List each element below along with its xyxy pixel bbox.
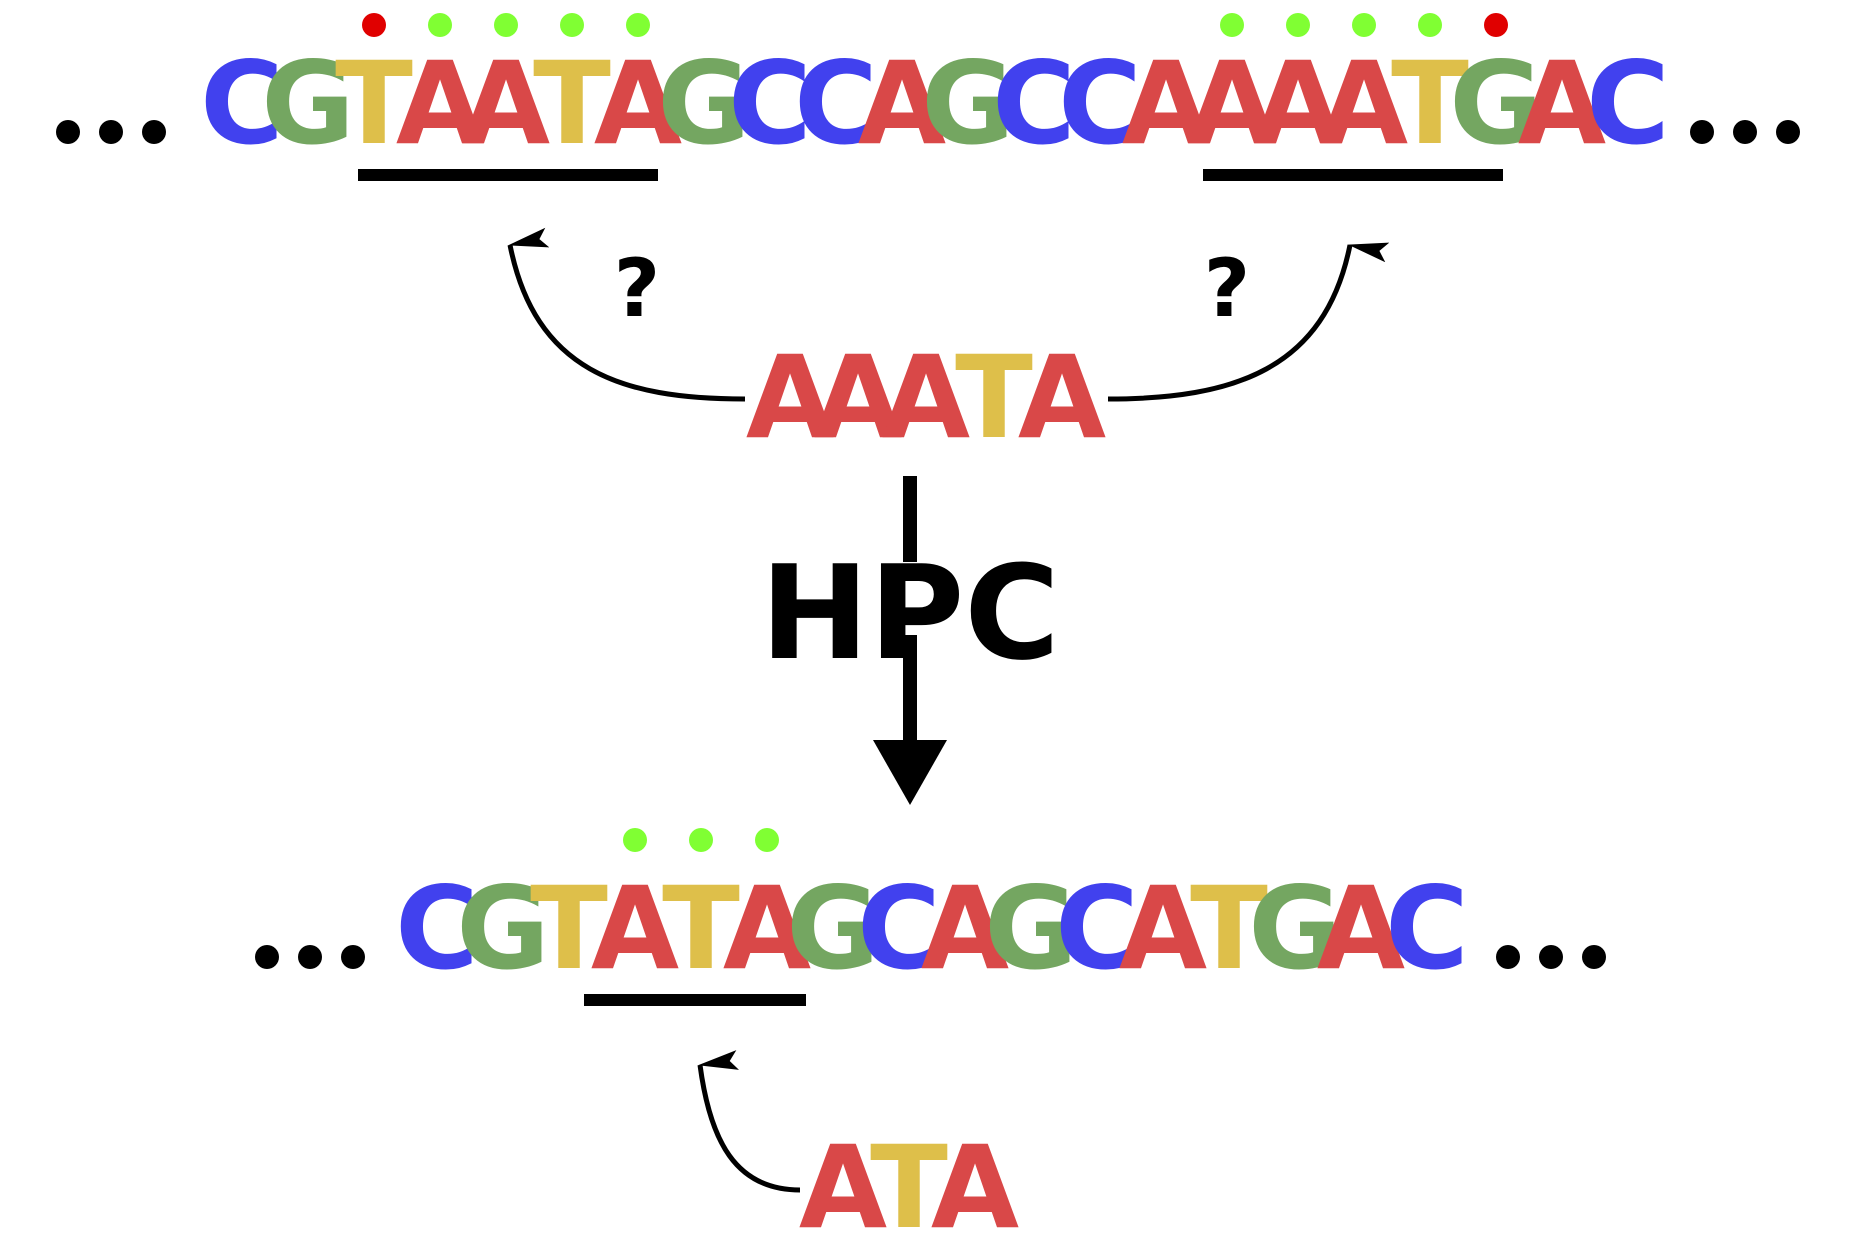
hpc-arrow-head	[873, 740, 947, 805]
bottom-sequence-base-2: G	[456, 862, 550, 995]
bottom-sequence-base-12: A	[1119, 862, 1207, 995]
bottom-sequence-base-4: A	[591, 862, 679, 995]
bottom-match-dots	[623, 828, 779, 852]
top-query-base-1: A	[746, 331, 834, 464]
top-sequence-base-6: T	[533, 37, 611, 170]
top-mismatch-dot-10	[1484, 13, 1508, 37]
bottom-ellipsis-right	[1496, 945, 1606, 969]
top-match-dot-2	[428, 13, 452, 37]
top-sequence-base-21: A	[1518, 37, 1606, 170]
question-mark-right: ?	[1204, 242, 1250, 335]
top-sequence-base-11: A	[858, 37, 946, 170]
question-mark-left: ?	[614, 242, 660, 335]
top-sequence-base-8: G	[657, 37, 751, 170]
top-mismatch-dot-1	[362, 13, 386, 37]
top-match-dot-7	[1286, 13, 1310, 37]
top-query-base-2: A	[814, 331, 902, 464]
bottom-sequence-base-5: T	[662, 862, 740, 995]
top-sequence-base-19: T	[1391, 37, 1469, 170]
top-query-base-3: A	[882, 331, 970, 464]
bottom-match-dot-2	[689, 828, 713, 852]
top-match-dots	[362, 13, 1508, 37]
bottom-sequence-base-13: T	[1190, 862, 1268, 995]
bottom-sequence-base-8: C	[857, 862, 941, 995]
top-sequence-base-14: C	[1058, 37, 1142, 170]
bottom-query-sequence: ATA	[799, 1121, 1019, 1242]
bottom-query-arrow	[697, 1050, 801, 1193]
top-match-dot-3	[494, 13, 518, 37]
top-sequence-base-3: T	[335, 37, 413, 170]
bottom-sequence-base-10: G	[984, 862, 1078, 995]
top-match-dot-8	[1352, 13, 1376, 37]
top-match-dot-5	[626, 13, 650, 37]
top-sequence-base-17: A	[1254, 37, 1342, 170]
top-match-dot-4	[560, 13, 584, 37]
bottom-ellipsis-left	[255, 945, 365, 969]
top-sequence-base-15: A	[1122, 37, 1210, 170]
top-sequence-base-16: A	[1188, 37, 1276, 170]
top-sequence-base-2: G	[261, 37, 355, 170]
top-query-base-4: T	[955, 331, 1033, 464]
top-sequence-base-10: C	[794, 37, 878, 170]
bottom-query-base-3: A	[931, 1121, 1019, 1237]
query-arrow-left	[507, 227, 746, 402]
bottom-query-base-2: T	[870, 1121, 948, 1237]
hpc-label: HPC	[760, 537, 1059, 689]
top-match-dot-9	[1418, 13, 1442, 37]
top-ellipsis-left	[56, 120, 166, 144]
top-sequence-base-12: G	[921, 37, 1015, 170]
bottom-sequence-base-9: A	[921, 862, 1009, 995]
top-sequence-base-20: G	[1449, 37, 1543, 170]
bottom-sequence-base-1: C	[395, 862, 479, 995]
top-sequence-base-5: A	[462, 37, 550, 170]
top-sequence-base-1: C	[200, 37, 284, 170]
bottom-sequence-base-3: T	[530, 862, 608, 995]
bottom-sequence-base-14: G	[1248, 862, 1342, 995]
bottom-match-dot-1	[623, 828, 647, 852]
bottom-sequence-base-6: A	[723, 862, 811, 995]
bottom-sequence-base-11: C	[1055, 862, 1139, 995]
top-query-base-5: A	[1018, 331, 1106, 464]
top-ellipsis-right	[1690, 120, 1800, 144]
top-match-dot-6	[1220, 13, 1244, 37]
query-arrow-right	[1107, 242, 1390, 402]
bottom-sequence-base-15: A	[1317, 862, 1405, 995]
bottom-match-dot-3	[755, 828, 779, 852]
top-sequence-base-18: A	[1320, 37, 1408, 170]
top-sequence-base-22: C	[1586, 37, 1670, 170]
bottom-query-base-1: A	[799, 1121, 887, 1237]
top-sequence-base-7: A	[594, 37, 682, 170]
bottom-sequence-base-16: C	[1385, 862, 1469, 995]
top-sequence-base-9: C	[728, 37, 812, 170]
top-sequence-base-4: A	[396, 37, 484, 170]
top-sequence-base-13: C	[992, 37, 1076, 170]
bottom-sequence-base-7: G	[786, 862, 880, 995]
